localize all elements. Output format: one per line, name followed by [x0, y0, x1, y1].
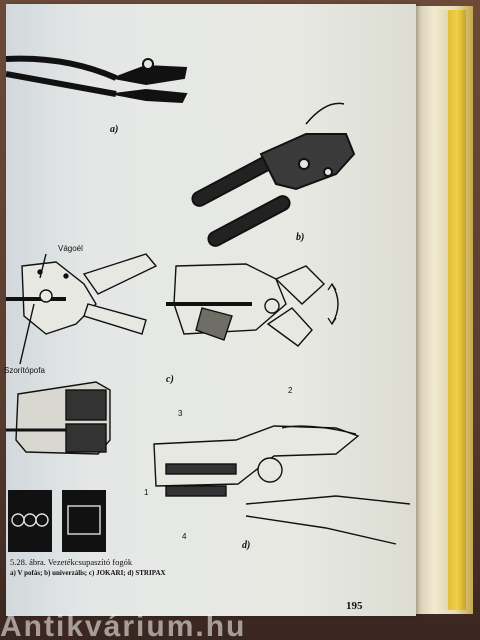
- figure-label-b: b): [296, 232, 305, 243]
- page-number: 195: [346, 600, 363, 612]
- figure-label-c: c): [166, 374, 174, 385]
- callout-1: 1: [144, 488, 149, 497]
- callout-2: 2: [288, 386, 293, 395]
- caption-subtitle: a) V pofás; b) univerzális; c) JOKARI; d…: [10, 569, 166, 577]
- pliers-c-illustration: [6, 253, 339, 365]
- caption-title: 5.28. ábra. Vezetékcsupaszító fogók: [10, 557, 133, 567]
- book-cover-edge: [448, 10, 466, 610]
- illustrations: [6, 55, 411, 552]
- pliers-d-illustration: [6, 381, 411, 552]
- figure-caption: 5.28. ábra. Vezetékcsupaszító fogók a) V…: [10, 557, 310, 578]
- figure-label-d: d): [242, 540, 251, 551]
- callout-szoritopofa: Szorítópofa: [4, 366, 45, 375]
- pliers-a-illustration: [6, 55, 188, 104]
- figure-label-a: a): [110, 124, 119, 135]
- book-page: a) b) c) d) Vágoél Szorítópofa 2 3 1 4 5…: [4, 4, 416, 616]
- callout-vagoel: Vágoél: [58, 244, 83, 253]
- callout-3: 3: [178, 409, 183, 418]
- watermark-text: Antikvárium.hu: [0, 610, 247, 640]
- callout-4: 4: [182, 532, 187, 541]
- pliers-b-illustration: [191, 102, 356, 247]
